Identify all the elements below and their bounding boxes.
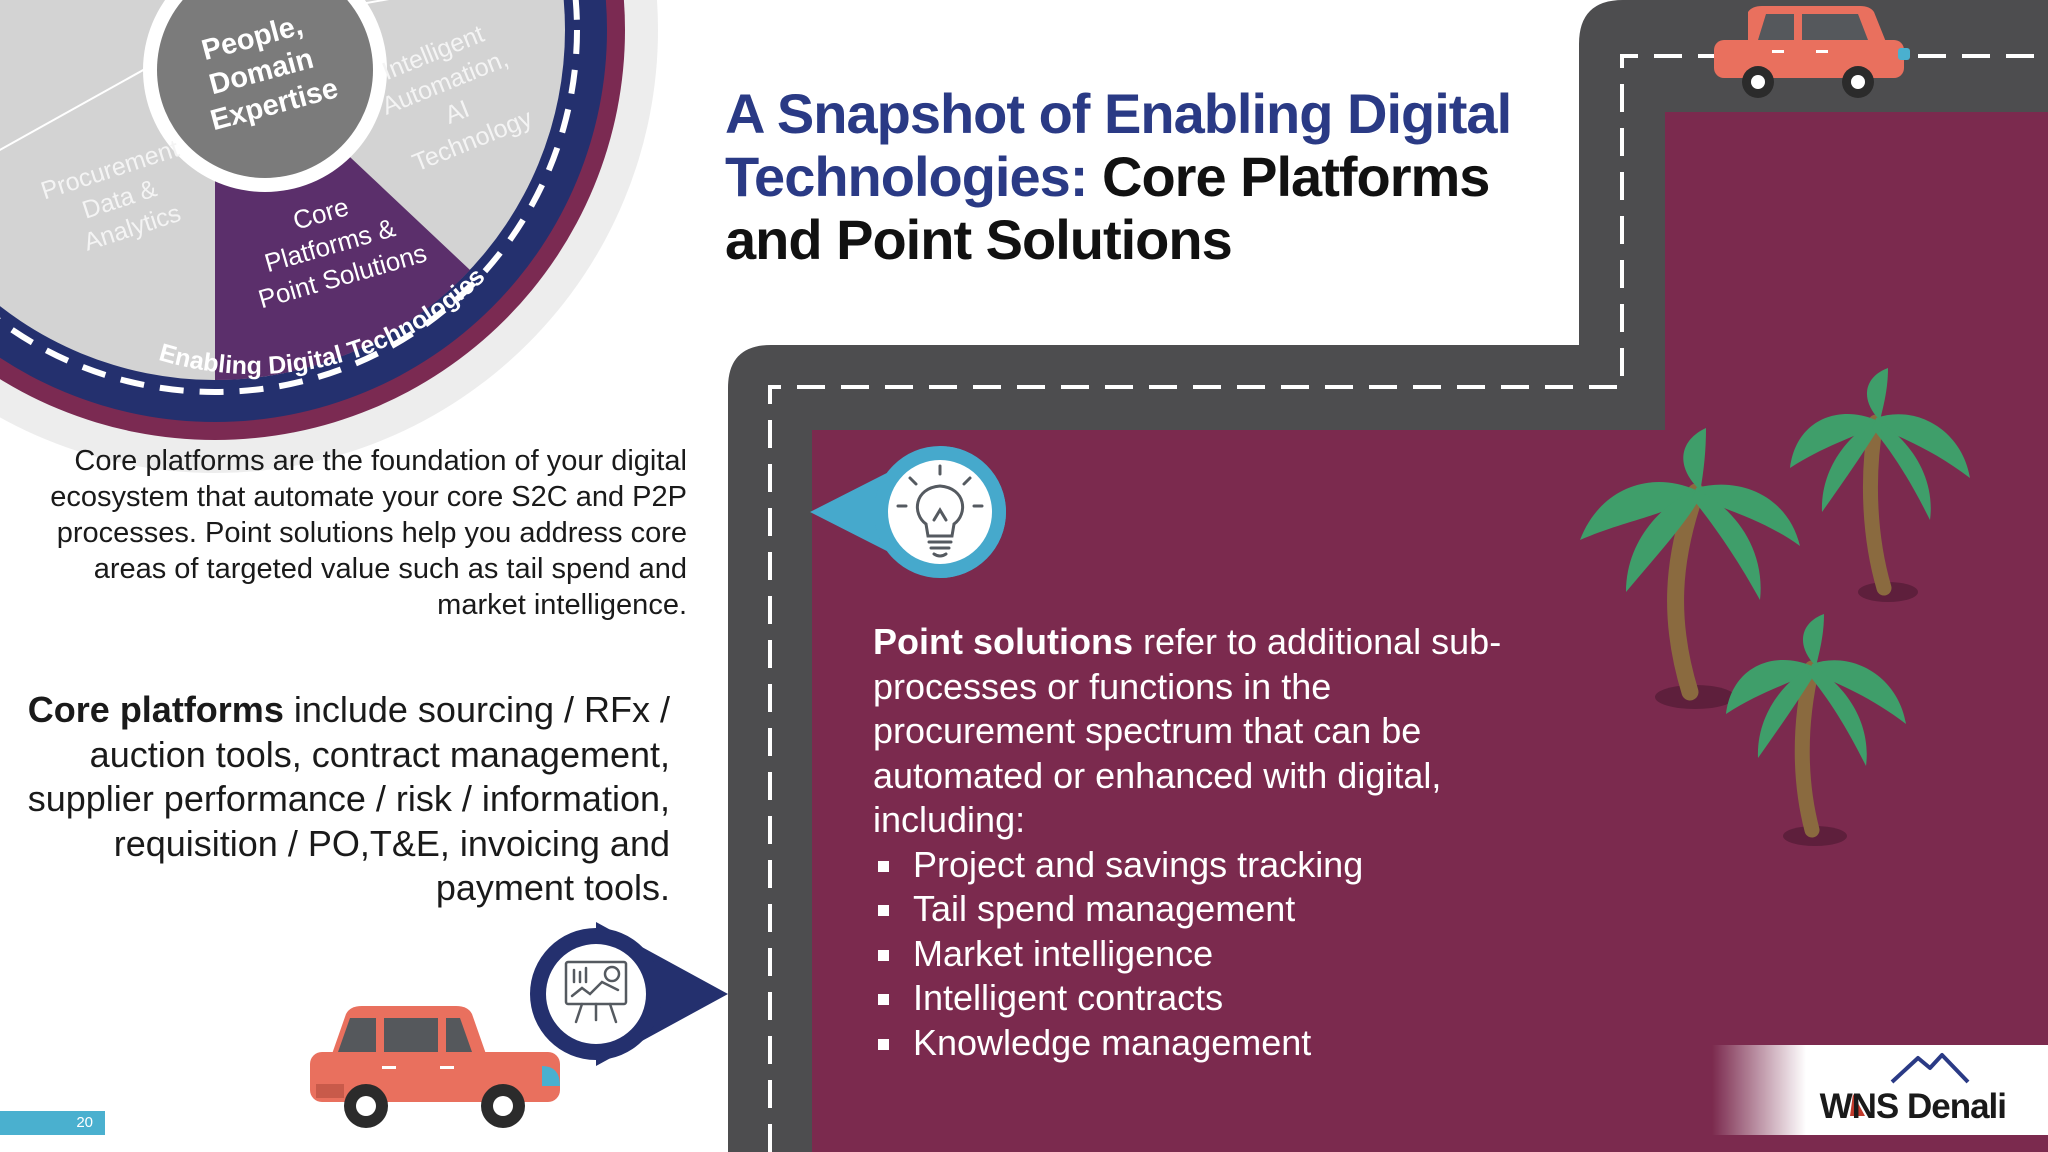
strategy-wheel: People, Domain Expertise Intelligent Aut… bbox=[0, 0, 658, 473]
point-solutions-paragraph: Point solutions refer to additional sub-… bbox=[873, 620, 1513, 843]
intro-paragraph: Core platforms are the foundation of you… bbox=[50, 445, 687, 621]
palm-tree-icon bbox=[1580, 428, 1800, 709]
presentation-pin bbox=[530, 922, 728, 1066]
list-item: Knowledge management bbox=[873, 1021, 1513, 1066]
list-item: Project and savings tracking bbox=[873, 843, 1513, 888]
list-item: Intelligent contracts bbox=[873, 976, 1513, 1021]
title-accent-line-2: Technologies: bbox=[725, 145, 1088, 208]
title-accent-line-1: A Snapshot of Enabling Digital bbox=[725, 82, 1512, 145]
lightbulb-pin bbox=[810, 446, 1006, 578]
presentation-board-icon bbox=[564, 960, 628, 1024]
lightbulb-icon bbox=[896, 464, 984, 558]
core-platforms-lead: Core platforms bbox=[27, 689, 284, 730]
list-item: Tail spend management bbox=[873, 887, 1513, 932]
palm-tree-icon bbox=[1790, 368, 1970, 602]
point-solutions-text: refer to additional sub-processes or fun… bbox=[873, 621, 1502, 840]
point-solutions-block: Point solutions refer to additional sub-… bbox=[873, 620, 1513, 1065]
point-solutions-lead: Point solutions bbox=[873, 621, 1133, 662]
logo-backdrop bbox=[1712, 1045, 2048, 1135]
car-icon bbox=[310, 1006, 560, 1128]
mountain-logo-icon bbox=[1890, 1053, 1970, 1084]
slide-title: A Snapshot of Enabling Digital Technolog… bbox=[725, 82, 1545, 271]
palm-tree-icon bbox=[1726, 614, 1906, 846]
car-icon bbox=[1714, 6, 1910, 98]
page-number: 20 bbox=[0, 1111, 105, 1135]
core-platforms-paragraph: Core platforms include sourcing / RFx / … bbox=[10, 688, 670, 911]
list-item: Market intelligence bbox=[873, 932, 1513, 977]
company-logo: WNS Denali bbox=[1712, 1045, 2048, 1135]
core-platforms-text: include sourcing / RFx / auction tools, … bbox=[27, 689, 670, 908]
point-solutions-list: Project and savings tracking Tail spend … bbox=[873, 843, 1513, 1066]
logo-text: WNS Denali bbox=[1819, 1087, 2007, 1126]
title-rest: Core Platforms and Point Solutions bbox=[725, 145, 1490, 271]
